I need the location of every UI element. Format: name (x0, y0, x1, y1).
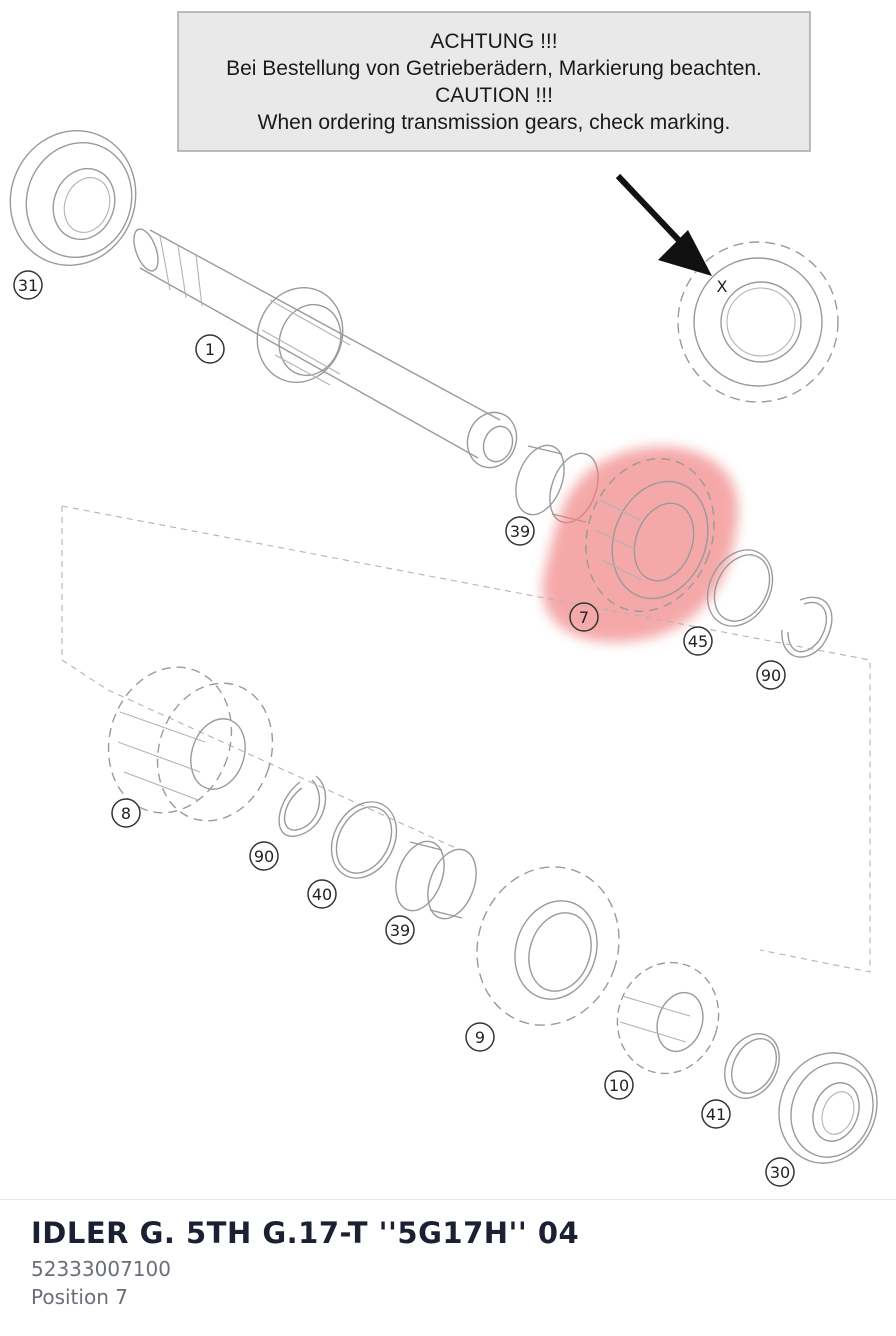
callout-45[interactable]: 45 (683, 626, 713, 656)
callout-39-lower[interactable]: 39 (385, 915, 415, 945)
callout-label: 45 (688, 632, 708, 651)
bearing-31 (9, 129, 137, 267)
callout-label: 9 (475, 1028, 485, 1047)
circlip-90b (278, 775, 327, 837)
assembly-group-outline (61, 505, 871, 973)
part-number: 52333007100 (31, 1257, 171, 1281)
caution-notice: ACHTUNG !!! Bei Bestellung von Getrieber… (177, 11, 811, 152)
part-position: Position 7 (31, 1285, 128, 1309)
callout-40[interactable]: 40 (307, 879, 337, 909)
callout-39-upper[interactable]: 39 (505, 516, 535, 546)
callout-label: 1 (205, 340, 215, 359)
callout-90-lower[interactable]: 90 (249, 841, 279, 871)
callout-90-upper[interactable]: 90 (756, 660, 786, 690)
callout-label: 7 (579, 608, 589, 627)
callout-30[interactable]: 30 (765, 1157, 795, 1187)
marked-gear-reference: X (677, 241, 839, 403)
notice-line-2: Bei Bestellung von Getrieberädern, Marki… (226, 57, 762, 80)
callout-label: 8 (121, 804, 131, 823)
bearing-30 (778, 1052, 878, 1164)
notice-line-3: CAUTION !!! (435, 84, 553, 107)
part-info-panel: IDLER G. 5TH G.17-T ''5G17H'' 04 5233300… (0, 1199, 896, 1336)
main-shaft-1 (133, 228, 518, 469)
notice-line-1: ACHTUNG !!! (430, 30, 557, 53)
circlip-90a (781, 596, 833, 658)
marking-symbol: X (717, 277, 728, 296)
highlighted-gear-7 (542, 446, 739, 643)
callout-label: 90 (761, 666, 781, 685)
callout-label: 10 (609, 1076, 629, 1095)
callout-10[interactable]: 10 (604, 1070, 634, 1100)
callout-8[interactable]: 8 (111, 798, 141, 828)
gear-10 (616, 961, 720, 1075)
washer-41 (724, 1033, 780, 1099)
callout-7[interactable]: 7 (569, 602, 599, 632)
callout-9[interactable]: 9 (465, 1022, 495, 1052)
marking-arrow-icon (615, 173, 712, 276)
gear-9 (476, 866, 620, 1026)
callout-label: 31 (18, 276, 38, 295)
callout-label: 40 (312, 885, 332, 904)
callout-41[interactable]: 41 (701, 1099, 731, 1129)
callout-1[interactable]: 1 (195, 334, 225, 364)
part-name: IDLER G. 5TH G.17-T ''5G17H'' 04 (31, 1216, 580, 1250)
exploded-parts-diagram: ACHTUNG !!! Bei Bestellung von Getrieber… (9, 11, 878, 1187)
callout-label: 30 (770, 1163, 790, 1182)
washer-40 (330, 801, 398, 879)
needle-bushing-39b (395, 840, 477, 920)
callout-label: 41 (706, 1105, 726, 1124)
callout-label: 39 (390, 921, 410, 940)
washer-45 (706, 549, 774, 627)
shaft-integrated-gear (256, 286, 351, 386)
gear-8 (107, 666, 274, 822)
callout-label: 90 (254, 847, 274, 866)
callout-31[interactable]: 31 (13, 270, 43, 300)
callout-label: 39 (510, 522, 530, 541)
notice-line-4: When ordering transmission gears, check … (258, 111, 731, 134)
